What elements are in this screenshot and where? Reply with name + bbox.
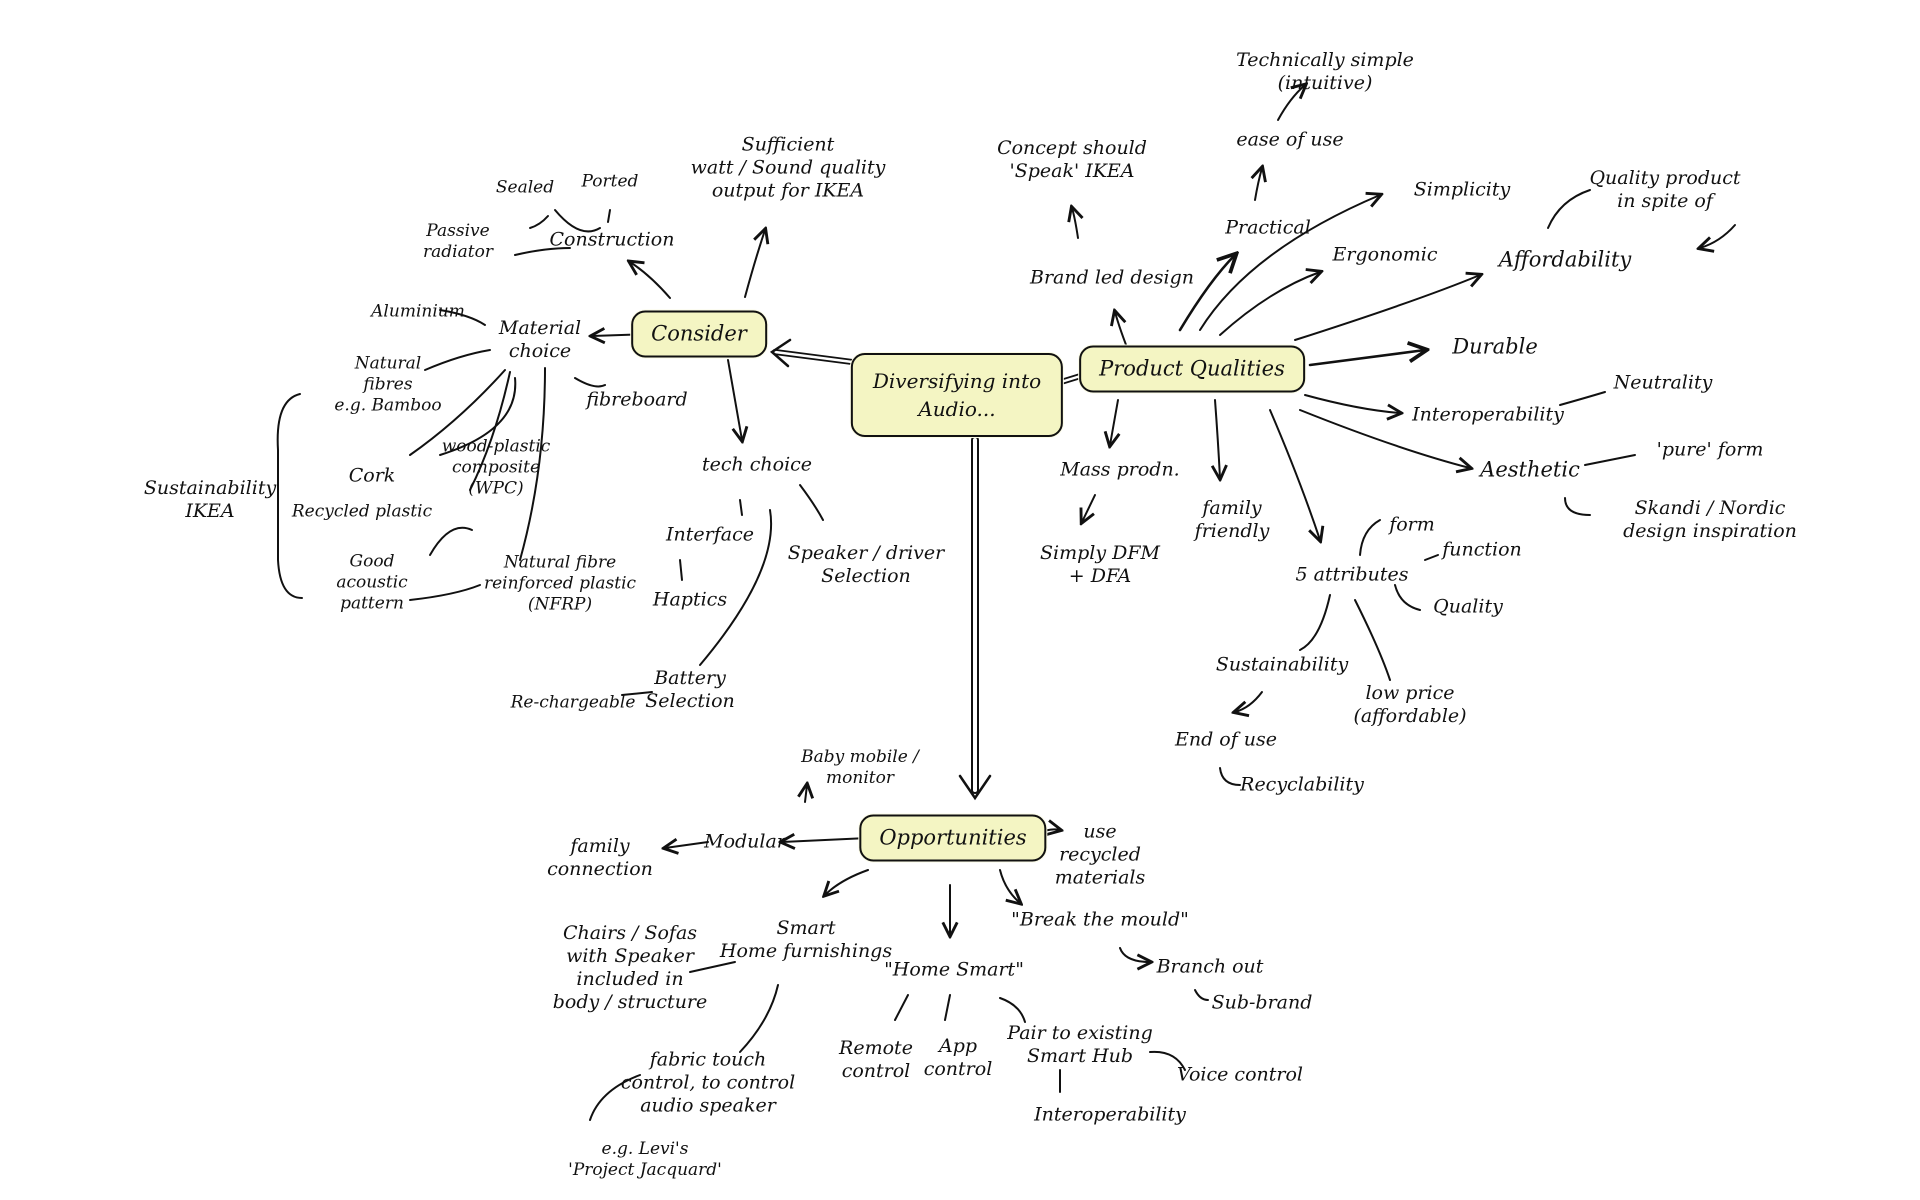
node-tech-choice: tech choice	[701, 453, 813, 476]
node-pair-smart-hub: Pair to existing Smart Hub	[1007, 1022, 1153, 1067]
node-end-of-use: End of use	[1174, 728, 1278, 751]
node-sustainability: Sustainability	[1215, 653, 1349, 676]
node-material-choice: Material choice	[498, 317, 582, 362]
node-low-price: low price (affordable)	[1353, 682, 1467, 727]
node-mass-prodn: Mass prodn.	[1060, 458, 1180, 481]
node-wpc: wood-plastic composite (WPC)	[441, 436, 551, 499]
node-construction: Construction	[549, 228, 675, 251]
node-sealed: Sealed	[495, 177, 555, 198]
node-quality: Quality	[1433, 595, 1503, 618]
node-sustainability-ikea: Sustainability IKEA	[143, 477, 277, 522]
node-levis-project-jacquard: e.g. Levi's 'Project Jacquard'	[568, 1139, 722, 1180]
node-quality-product-in-spite-of: Quality product in spite of	[1589, 167, 1741, 212]
node-aesthetic: Aesthetic	[1480, 457, 1580, 482]
node-brand-led-design: Brand led design	[1030, 266, 1194, 289]
node-home-smart: "Home Smart"	[884, 958, 1024, 981]
node-ease-of-use: ease of use	[1236, 128, 1344, 151]
node-affordability: Affordability	[1498, 247, 1632, 272]
node-practical: Practical	[1225, 216, 1311, 239]
node-interoperability-smart: Interoperability	[1034, 1103, 1186, 1126]
node-remote-control: Remote control	[839, 1037, 913, 1082]
node-form: form	[1389, 513, 1435, 536]
node-simply-dfm-dfa: Simply DFM + DFA	[1040, 542, 1160, 587]
node-battery-selection: Battery Selection	[645, 667, 735, 712]
node-aluminium: Aluminium	[371, 301, 465, 322]
node-cork: Cork	[348, 464, 396, 487]
node-recycled-plastic: Recycled plastic	[291, 501, 433, 522]
node-consider: Consider	[631, 310, 767, 358]
node-nfrp: Natural fibre reinforced plastic (NFRP)	[483, 552, 637, 615]
node-fabric-touch-control: fabric touch control, to control audio s…	[620, 1048, 796, 1117]
node-baby-mobile-monitor: Baby mobile / monitor	[801, 747, 919, 788]
node-function: function	[1442, 538, 1522, 561]
node-smart-home-furnishings: Smart Home furnishings	[719, 917, 893, 962]
node-ergonomic: Ergonomic	[1332, 243, 1438, 266]
node-ported: Ported	[581, 171, 639, 192]
node-use-recycled-materials: use recycled materials	[1054, 820, 1146, 889]
node-good-acoustic-pattern: Good acoustic pattern	[336, 551, 408, 614]
node-break-the-mould: "Break the mould"	[1011, 908, 1189, 931]
node-haptics: Haptics	[652, 588, 728, 611]
node-interoperability: Interoperability	[1412, 403, 1564, 426]
node-sub-brand: Sub-brand	[1211, 991, 1313, 1014]
node-simplicity: Simplicity	[1413, 178, 1511, 201]
node-fibreboard: fibreboard	[586, 388, 688, 411]
node-chairs-sofas: Chairs / Sofas with Speaker included in …	[552, 922, 708, 1013]
node-voice-control: Voice control	[1177, 1063, 1303, 1086]
node-five-attributes: 5 attributes	[1295, 563, 1409, 586]
node-family-connection: family connection	[547, 835, 653, 880]
node-recyclability: Recyclability	[1240, 773, 1364, 796]
hub-node-diversifying-into-audio: Diversifying into Audio...	[850, 353, 1064, 437]
node-durable: Durable	[1452, 334, 1538, 359]
node-natural-fibres: Natural fibres e.g. Bamboo	[334, 353, 442, 416]
node-family-friendly: family friendly	[1194, 497, 1270, 542]
node-app-control: App control	[923, 1035, 993, 1080]
node-pure-form: 'pure' form	[1656, 438, 1764, 461]
node-passive-radiator: Passive radiator	[423, 221, 493, 262]
node-neutrality: Neutrality	[1613, 371, 1713, 394]
node-concept-speak-ikea: Concept should 'Speak' IKEA	[997, 137, 1147, 182]
node-interface: Interface	[666, 523, 754, 546]
node-branch-out: Branch out	[1156, 955, 1264, 978]
node-skandi-nordic: Skandi / Nordic design inspiration	[1623, 497, 1797, 542]
node-sufficient-output: Sufficient watt / Sound quality output f…	[690, 133, 886, 202]
node-opportunities: Opportunities	[859, 814, 1047, 862]
node-rechargeable: Re-chargeable	[510, 692, 636, 713]
node-technically-simple: Technically simple (intuitive)	[1236, 49, 1414, 94]
node-modular: Modular	[704, 830, 786, 853]
node-speaker-driver-selection: Speaker / driver Selection	[787, 542, 945, 587]
node-product-qualities: Product Qualities	[1079, 345, 1305, 393]
